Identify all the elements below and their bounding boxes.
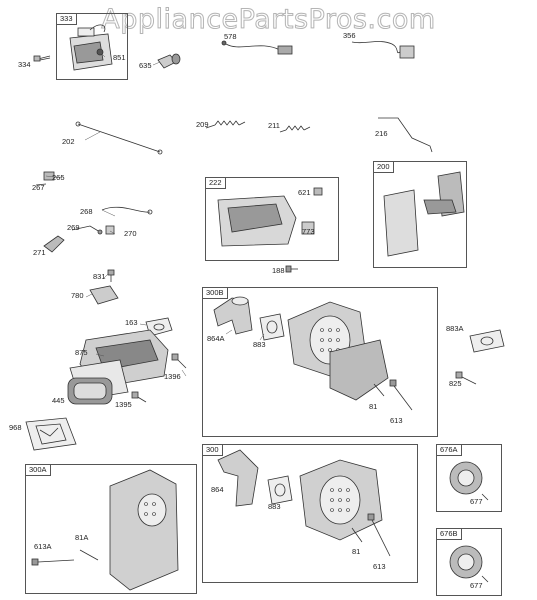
gasket-968-part [25, 417, 77, 451]
group-box-300a: 300A [25, 464, 197, 594]
part-label-825: 825 [449, 379, 462, 388]
spring-209-part [205, 120, 246, 129]
part-label-81-300b: 81 [369, 402, 378, 411]
part-label-81-300: 81 [352, 547, 361, 556]
part-label-209: 209 [196, 120, 209, 129]
part-label-578: 578 [224, 32, 237, 41]
group-tag-300a: 300A [25, 464, 51, 477]
screw-334-part [33, 55, 51, 62]
group-tag-222: 222 [205, 177, 226, 190]
part-label-864: 864 [211, 485, 224, 494]
group-tag-200: 200 [373, 161, 394, 174]
link-216-part [378, 117, 433, 153]
part-label-613a: 613A [34, 542, 52, 551]
part-label-613-300b: 613 [390, 416, 403, 425]
screw-1395-part [131, 391, 147, 403]
guard-300b-part [329, 339, 389, 401]
part-label-621: 621 [298, 188, 311, 197]
muffler-300a-part [109, 469, 179, 591]
group-tag-300: 300 [202, 444, 223, 457]
wire-578-part [221, 40, 293, 55]
part-label-334: 334 [18, 60, 31, 69]
gasket-883-300-part [267, 475, 293, 505]
part-label-271: 271 [33, 248, 46, 257]
screw-1396-part [171, 353, 187, 369]
group-box-333: 333 [56, 13, 128, 80]
watermark-text: AppliancePartsPros.com [101, 4, 436, 36]
part-label-268: 268 [80, 207, 93, 216]
lever-269-part [71, 225, 115, 235]
part-label-831: 831 [93, 272, 106, 281]
fitting-265-part [35, 171, 55, 186]
part-label-267: 267 [32, 183, 45, 192]
group-tag-300b: 300B [202, 287, 228, 300]
bolt-613-300-part [367, 513, 391, 557]
cover-676a-part [449, 461, 489, 501]
group-tag-676b: 676B [436, 528, 462, 541]
screw-825-part [455, 371, 477, 385]
group-box-300b: 300B [202, 287, 438, 437]
bracket-780-part [89, 285, 119, 305]
group-tag-333: 333 [56, 13, 77, 26]
gasket-883a-part [469, 329, 505, 353]
plug-635-part [157, 53, 181, 69]
part-label-883-300: 883 [268, 502, 281, 511]
part-label-635: 635 [139, 61, 152, 70]
group-box-676a: 676A [436, 444, 502, 512]
part-label-851: 851 [113, 53, 126, 62]
group-box-676b: 676B [436, 528, 502, 596]
part-label-780: 780 [71, 291, 84, 300]
pin-81a-part [79, 549, 99, 561]
screw-188-part [285, 265, 298, 273]
cover-676b-part [449, 545, 489, 583]
bolt-613a-part [31, 558, 75, 566]
bracket-222-part [217, 187, 323, 247]
part-label-265: 265 [52, 173, 65, 182]
bracket-271-part [43, 235, 65, 253]
part-label-1395: 1395 [115, 400, 132, 409]
part-label-163: 163 [125, 318, 138, 327]
exhaust-elbow-864-part [217, 449, 259, 507]
group-tag-676a: 676A [436, 444, 462, 457]
part-label-270: 270 [124, 229, 137, 238]
ignition-module-part [69, 24, 113, 71]
part-label-864a: 864A [207, 334, 225, 343]
group-box-300: 300 [202, 444, 418, 583]
group-box-200: 200 [373, 161, 467, 268]
rod-202-part [75, 121, 163, 155]
part-label-445: 445 [52, 396, 65, 405]
part-label-211: 211 [268, 121, 280, 130]
muffler-300-part [299, 459, 383, 541]
part-label-677-676b: 677 [470, 581, 483, 590]
part-label-677-676a: 677 [470, 497, 483, 506]
exhaust-elbow-864a-part [213, 296, 253, 335]
part-label-773: 773 [302, 227, 315, 236]
muffler-875-part [69, 329, 169, 401]
part-label-81a: 81A [75, 533, 89, 542]
cable-268-part [101, 206, 153, 215]
panel-200-part [383, 171, 465, 257]
gasket-883-300b-part [259, 313, 285, 341]
bolt-613-300b-part [389, 379, 413, 411]
group-box-222: 222 [205, 177, 339, 261]
part-label-968: 968 [9, 423, 22, 432]
filter-445-part [67, 377, 113, 405]
screw-831-part [107, 269, 115, 282]
part-label-875: 875 [75, 348, 88, 357]
part-label-216: 216 [375, 129, 388, 138]
wire-356-part [351, 41, 415, 59]
part-label-1396: 1396 [164, 372, 181, 381]
pin-81-300-part [351, 527, 363, 543]
part-label-883-300b: 883 [253, 340, 266, 349]
part-label-356: 356 [343, 31, 356, 40]
part-label-188: 188 [272, 266, 285, 275]
part-label-269: 269 [67, 223, 80, 232]
part-label-883a: 883A [446, 324, 464, 333]
part-label-202: 202 [62, 137, 75, 146]
part-label-613-300: 613 [373, 562, 386, 571]
spring-211-part [279, 125, 311, 133]
pin-81-300b-part [373, 383, 385, 397]
